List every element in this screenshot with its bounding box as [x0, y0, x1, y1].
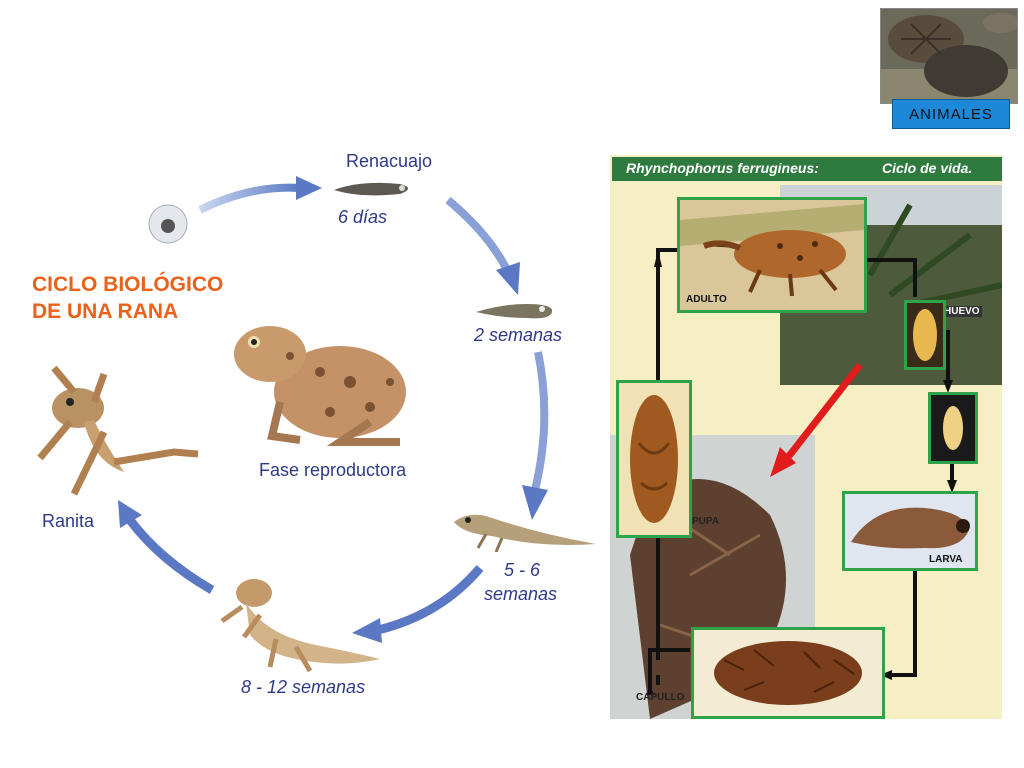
- weevil-adult-photo: ADULTO: [677, 197, 867, 313]
- weevil-egg-photo: [904, 300, 946, 370]
- weevil-title-rest: Ciclo de vida.: [882, 160, 973, 176]
- tadpole-56weeks-icon: [454, 514, 596, 552]
- arrow-2weeks-to-56weeks: [522, 351, 549, 520]
- weevil-small-larva-photo: [928, 392, 978, 464]
- weevil-title-bar: Rhynchophorus ferrugineus: Ciclo de vida…: [612, 157, 1002, 181]
- label-5-6: 5 - 6: [504, 560, 541, 580]
- tag-larva: LARVA: [929, 554, 963, 565]
- arrow-egg-to-tadpole: [198, 176, 322, 214]
- froglet-812weeks-icon: [220, 579, 380, 673]
- label-8-12-semanas: 8 - 12 semanas: [241, 677, 366, 697]
- weevil-egg-icon: [913, 309, 937, 361]
- arrow-812weeks-to-ranita: [118, 500, 215, 594]
- pupa-icon: [630, 395, 678, 523]
- label-ranita: Ranita: [42, 511, 95, 531]
- small-larva-icon: [943, 406, 963, 450]
- label-fase-reproductora: Fase reproductora: [259, 460, 407, 480]
- tag-capullo: CAPULLO: [636, 692, 685, 703]
- tadpole-2weeks-icon: [476, 304, 553, 319]
- cycle-arrows: [118, 176, 549, 643]
- label-renacuajo: Renacuajo: [346, 151, 433, 171]
- tortoise-photo: [880, 8, 1018, 104]
- label-6-dias: 6 días: [338, 207, 388, 227]
- cocoon-icon: [714, 641, 862, 705]
- weevil-pupa-photo: [616, 380, 692, 538]
- egg-icon: [148, 204, 188, 244]
- title-line-2: DE UNA RANA: [32, 300, 179, 323]
- label-2-semanas: 2 semanas: [474, 325, 563, 345]
- tag-adulto: ADULTO: [686, 294, 727, 305]
- larva-icon: [851, 507, 970, 549]
- tag-huevo: HUEVO: [942, 306, 982, 317]
- title-line-1: CICLO BIOLÓGICO: [32, 273, 224, 296]
- label-semanas: semanas: [484, 584, 558, 604]
- tadpole-6days-icon: [334, 182, 408, 196]
- adult-frog-icon: [234, 326, 406, 446]
- weevil-species-name: Rhynchophorus ferrugineus:: [626, 160, 819, 176]
- weevil-larva-photo: LARVA: [842, 491, 978, 571]
- tag-pupa: PUPA: [692, 516, 720, 527]
- arrow-tadpole-to-2weeks: [445, 196, 520, 295]
- diagram-title: CICLO BIOLÓGICO DE UNA RANA: [32, 271, 223, 325]
- adult-weevil-icon: [680, 204, 864, 297]
- animales-badge: ANIMALES: [892, 99, 1010, 129]
- ranita-icon: [37, 365, 199, 496]
- arrow-56weeks-to-812weeks: [352, 565, 484, 643]
- weevil-cocoon-photo: [691, 627, 885, 719]
